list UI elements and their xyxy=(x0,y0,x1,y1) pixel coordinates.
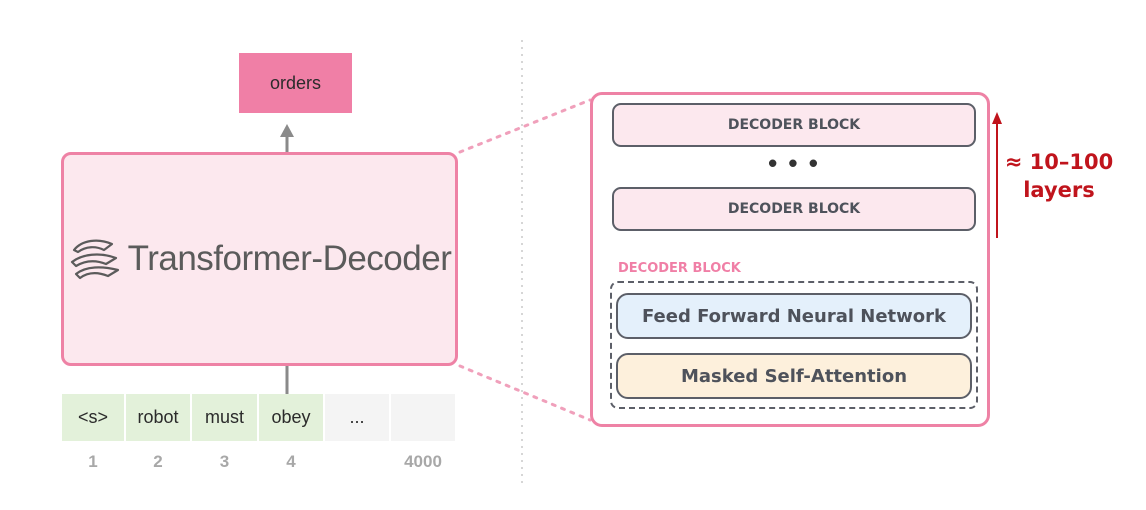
output-arrow-head xyxy=(280,124,294,137)
transformer-logo-icon xyxy=(70,239,119,280)
output-token-box: orders xyxy=(239,53,352,113)
decoder-block-top: DECODER BLOCK xyxy=(612,103,976,147)
layers-count-range: ≈ 10–100 xyxy=(1004,150,1114,174)
token-text: robot xyxy=(137,407,179,427)
decoder-block-label: DECODER BLOCK xyxy=(727,201,861,217)
decoder-block-bottom: DECODER BLOCK xyxy=(612,187,976,231)
decoder-block-section-label: DECODER BLOCK xyxy=(618,261,741,276)
token-cell: obey xyxy=(259,394,323,441)
token-text: <s> xyxy=(77,407,109,427)
transformer-decoder-box xyxy=(61,152,458,366)
token-text: obey xyxy=(271,407,311,427)
decoder-title-text: Transformer-Decoder xyxy=(127,239,452,278)
layers-count-unit: layers xyxy=(1023,178,1095,202)
position-number: 2 xyxy=(153,452,163,471)
masked-self-attention-layer: Masked Self-Attention xyxy=(616,353,972,399)
token-text: ... xyxy=(349,407,365,427)
position-number: 4 xyxy=(286,452,296,471)
token-cell: <s> xyxy=(62,394,124,441)
token-cell: must xyxy=(192,394,257,441)
decoder-block-label: DECODER BLOCK xyxy=(727,117,861,133)
decoder-block-detail-frame xyxy=(610,281,978,409)
feed-forward-layer: Feed Forward Neural Network xyxy=(616,293,972,339)
token-cell-empty xyxy=(391,394,455,441)
token-cell-ellipsis: ... xyxy=(325,394,389,441)
feed-forward-label: Feed Forward Neural Network xyxy=(641,305,946,327)
zoom-line-bottom xyxy=(458,364,592,422)
transformer-decoder-title: Transformer-Decoder xyxy=(61,152,458,366)
token-cell: robot xyxy=(126,394,190,441)
token-text: must xyxy=(204,407,244,427)
zoom-line-top xyxy=(458,98,592,154)
position-number xyxy=(325,450,389,474)
output-token-label: orders xyxy=(269,72,322,93)
stack-ellipsis: • • • xyxy=(768,148,820,178)
layers-arrow-head xyxy=(992,112,1002,124)
position-number: 1 xyxy=(88,452,98,471)
position-number: 4000 xyxy=(404,452,442,471)
masked-self-attention-label: Masked Self-Attention xyxy=(680,365,908,387)
position-number: 3 xyxy=(219,452,230,471)
layers-count-label: ≈ 10–100 layers xyxy=(1004,148,1114,204)
